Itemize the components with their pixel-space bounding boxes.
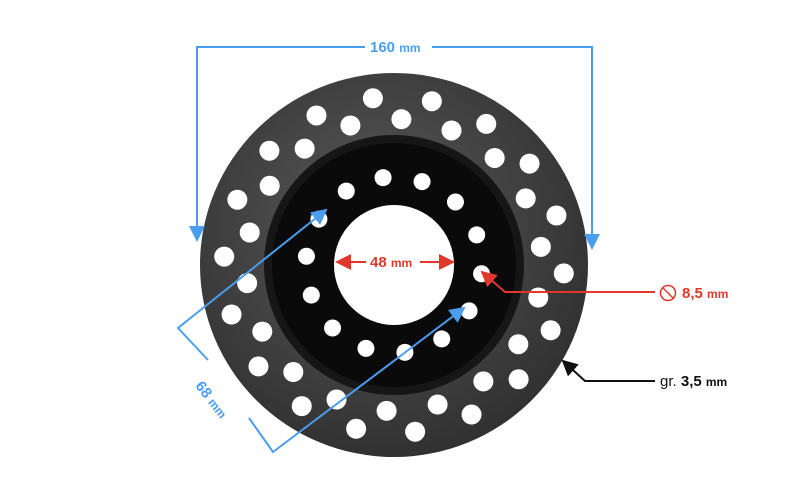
disc-hole: [519, 153, 540, 174]
disc-hole: [221, 304, 242, 325]
disc-hole: [214, 246, 235, 267]
disc-hole: [468, 226, 486, 244]
disc-hole: [374, 169, 392, 187]
disc-hole: [405, 421, 426, 442]
disc-hole: [357, 339, 375, 357]
disc-hole: [340, 115, 361, 136]
disc-hole: [376, 400, 397, 421]
disc-hole: [259, 140, 280, 161]
disc-hole: [239, 222, 260, 243]
disc-hole: [248, 356, 269, 377]
thickness-label: gr. 3,5 mm: [660, 373, 728, 390]
disc-hole: [283, 362, 304, 383]
disc-hole: [291, 396, 312, 417]
disc-hole: [427, 394, 448, 415]
disc-hole: [508, 334, 529, 355]
disc-hole: [530, 236, 551, 257]
disc-hole: [326, 389, 347, 410]
disc-hole: [237, 273, 258, 294]
bolt-circle-dimension: [176, 208, 466, 454]
disc-hole: [413, 173, 431, 191]
thickness-leader: [561, 359, 655, 382]
center-hole: [334, 205, 454, 325]
disc-hole: [306, 105, 327, 126]
disc-hole: [546, 205, 567, 226]
disc-hole: [528, 287, 549, 308]
diameter-symbol-icon: [659, 284, 677, 302]
disc-hole: [508, 369, 529, 390]
hole-diameter-leader: [480, 270, 677, 302]
disc-hole: [515, 188, 536, 209]
disc-hole: [310, 210, 328, 228]
disc-hole: [441, 120, 462, 141]
outer-diameter-label: 160 mm: [370, 39, 421, 56]
disc-hole: [421, 91, 442, 112]
disc-hole: [227, 189, 248, 210]
disc-hole: [391, 109, 412, 130]
disc-hole: [553, 263, 574, 284]
disc-hole: [540, 320, 561, 341]
center-hole-label: 48 mm: [370, 254, 413, 271]
disc-hole: [337, 182, 355, 200]
disc-hole: [252, 321, 273, 342]
outer-holes: [214, 88, 574, 442]
disc-hole: [473, 371, 494, 392]
brake-disc: [200, 73, 588, 457]
outer-diameter-dimension: [189, 46, 600, 250]
disc-hole: [362, 88, 383, 109]
disc-hole: [446, 193, 464, 211]
disc-hole: [324, 319, 342, 337]
disc-hole: [473, 265, 491, 283]
disc-hole: [259, 175, 280, 196]
disc-hole: [433, 330, 451, 348]
disc-hole: [297, 247, 315, 265]
disc-hole: [294, 138, 315, 159]
disc-hole: [346, 418, 367, 439]
disc-hole: [302, 286, 320, 304]
disc-hole: [460, 302, 478, 320]
disc-hole: [461, 404, 482, 425]
hole-diameter-label: 8,5 mm: [682, 285, 729, 302]
disc-hole: [484, 147, 505, 168]
disc-hole: [476, 113, 497, 134]
